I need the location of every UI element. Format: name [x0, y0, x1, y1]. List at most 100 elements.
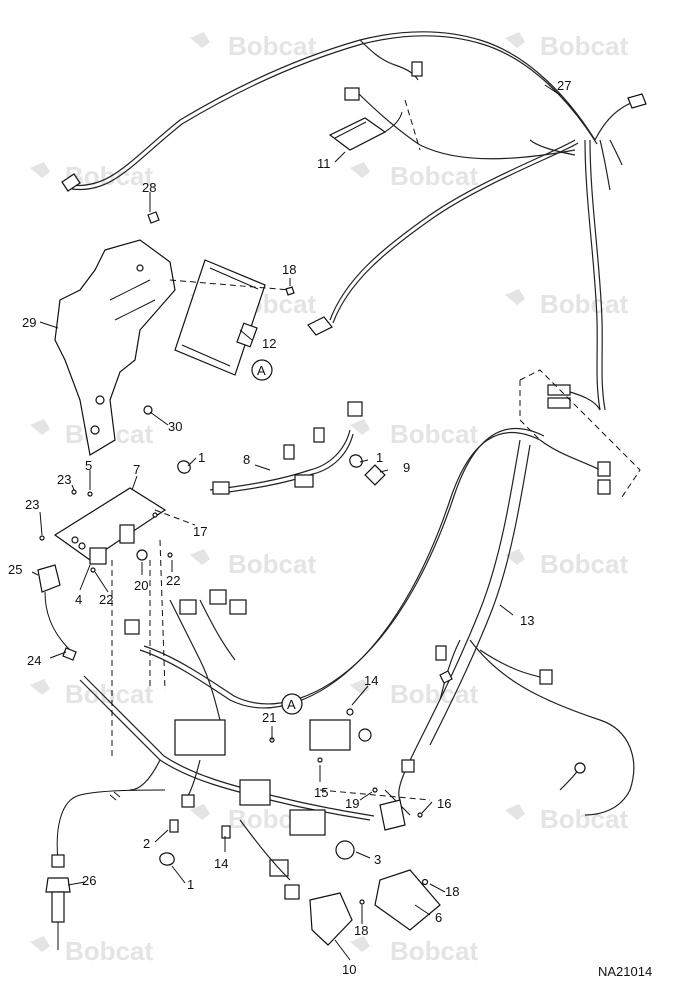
svg-text:Bobcat: Bobcat: [228, 549, 316, 579]
harness-connector: [347, 401, 363, 417]
watermark-logo: Bobcat: [190, 549, 316, 579]
callout-22: 22: [166, 573, 180, 588]
callout-11: 11: [317, 156, 331, 171]
svg-text:Bobcat: Bobcat: [65, 936, 153, 966]
clamp: [159, 852, 175, 866]
watermark-logo: Bobcat: [505, 804, 628, 834]
callout-5: 5: [85, 458, 92, 473]
screw-icon: [346, 708, 354, 716]
callout-20: 20: [134, 578, 148, 593]
svg-text:Bobcat: Bobcat: [65, 161, 153, 191]
harness-connector: [307, 316, 333, 336]
callout-28: 28: [142, 180, 156, 195]
clamp: [349, 454, 363, 468]
cover: [374, 869, 441, 931]
screw-icon: [152, 512, 158, 518]
screw-icon: [90, 567, 96, 573]
reference-circle-a: [281, 693, 303, 715]
clamp: [177, 460, 191, 474]
svg-text:Bobcat: Bobcat: [228, 31, 316, 61]
watermark-logo: Bobcat: [190, 31, 316, 61]
connector: [221, 825, 231, 839]
harness-connector: [344, 87, 360, 101]
callout-17: 17: [193, 524, 207, 539]
callout-25: 25: [8, 562, 22, 577]
relay-block: [174, 719, 226, 756]
svg-text:Bobcat: Bobcat: [390, 679, 478, 709]
callout-12: 12: [262, 336, 276, 351]
callout-23: 23: [25, 497, 39, 512]
relay: [37, 564, 77, 661]
svg-text:Bobcat: Bobcat: [540, 31, 628, 61]
callout-10: 10: [342, 962, 356, 977]
svg-text:Bobcat: Bobcat: [390, 419, 478, 449]
harness-connector: [124, 619, 140, 635]
svg-text:Bobcat: Bobcat: [540, 289, 628, 319]
switch: [89, 547, 107, 565]
reference-label-a: A: [257, 363, 266, 378]
callout-7: 7: [133, 462, 140, 477]
watermark-logo: Bobcat: [350, 679, 478, 709]
screw-icon: [87, 491, 93, 497]
svg-text:Bobcat: Bobcat: [65, 679, 153, 709]
harness-connector: [574, 762, 586, 774]
watermark-logo: Bobcat: [350, 936, 478, 966]
harness-connector: [401, 759, 415, 773]
harness-connector: [411, 61, 423, 77]
svg-text:Bobcat: Bobcat: [390, 936, 478, 966]
switch-panel: [53, 487, 167, 760]
harness-connector: [284, 884, 300, 900]
sensor: [45, 789, 166, 950]
screw-icon: [417, 812, 423, 818]
circuit-breaker: [335, 840, 355, 860]
harness-connector: [181, 794, 195, 808]
watermark-logo: Bobcat: [30, 679, 153, 709]
leaders: [31, 84, 641, 961]
callout-29: 29: [22, 315, 36, 330]
callout-16: 16: [437, 796, 451, 811]
harness-connector: [597, 461, 611, 477]
harness-connector: [547, 384, 571, 396]
harness-connector: [283, 444, 295, 460]
callout-24: 24: [27, 653, 41, 668]
watermark-logo: Bobcat: [505, 549, 628, 579]
harness-connector: [61, 173, 81, 192]
callout-27: 27: [557, 78, 571, 93]
callout-15: 15: [314, 785, 328, 800]
harness-connector: [289, 809, 326, 836]
resistor: [379, 799, 406, 831]
dome-light: [328, 99, 421, 151]
callout-1: 1: [187, 877, 194, 892]
screw-icon: [359, 899, 365, 905]
svg-text:Bobcat: Bobcat: [540, 549, 628, 579]
callout-8: 8: [243, 452, 250, 467]
screw-icon: [317, 757, 323, 763]
harness-connector: [627, 93, 647, 109]
main-harness: [79, 401, 635, 900]
callout-3: 3: [374, 852, 381, 867]
screw-icon: [71, 489, 77, 495]
socket: [309, 892, 353, 946]
watermark-logo: Bobcat: [30, 936, 153, 966]
connector: [169, 819, 179, 833]
callout-18: 18: [445, 884, 459, 899]
callout-4: 4: [75, 592, 82, 607]
callout-19: 19: [345, 796, 359, 811]
callout-9: 9: [403, 460, 410, 475]
callout-labels: 27 11 28 18 29 12 30 1 8 1 9 5 7 23 23 1…: [8, 78, 571, 977]
watermark-logo: Bobcat: [505, 289, 628, 319]
harness-connector: [597, 479, 611, 495]
harness-connector: [309, 719, 351, 751]
callout-1: 1: [376, 450, 383, 465]
overhead-harness: [61, 31, 647, 411]
screw-icon: [285, 286, 295, 296]
callout-30: 30: [168, 419, 182, 434]
watermark-logo: Bobcat: [505, 31, 628, 61]
harness-connector: [179, 599, 197, 615]
harness-connector: [435, 645, 447, 661]
callout-23: 23: [57, 472, 71, 487]
screw-icon: [372, 787, 378, 793]
harness-connector: [229, 599, 247, 615]
drawing-number: NA21014: [598, 964, 652, 979]
